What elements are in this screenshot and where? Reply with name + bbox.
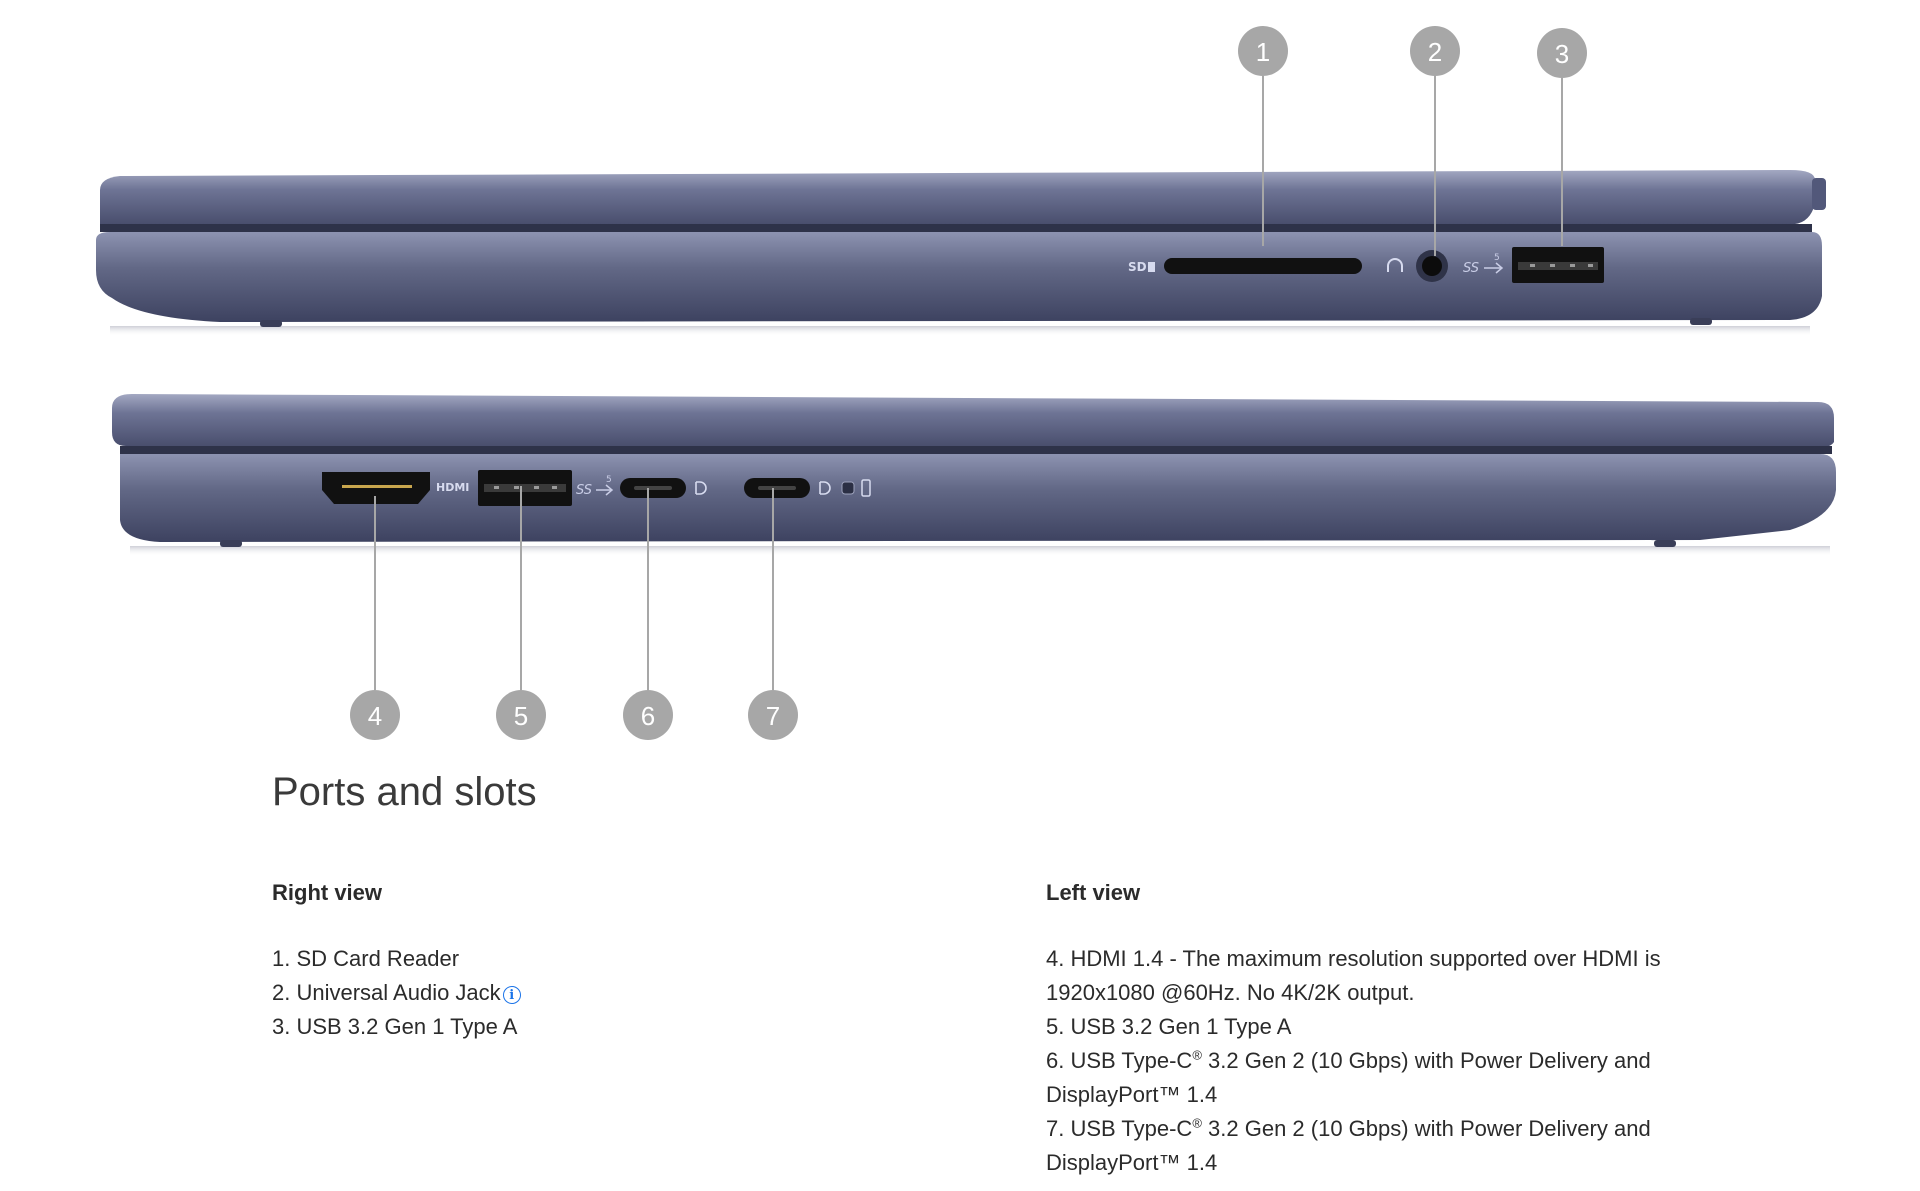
svg-text:4: 4	[368, 701, 382, 731]
svg-text:7: 7	[766, 701, 780, 731]
svg-text:1: 1	[1256, 37, 1270, 67]
list-item: 6. USB Type-C® 3.2 Gen 2 (10 Gbps) with …	[1046, 1047, 1651, 1107]
callout-6: 6	[623, 690, 673, 740]
left-view-list: 4. HDMI 1.4 - The maximum resolution sup…	[1046, 942, 1726, 1180]
left-view-column: Left view 4. HDMI 1.4 - The maximum reso…	[1046, 876, 1726, 1180]
audio-jack	[1422, 256, 1442, 276]
callout-1: 1	[1238, 26, 1288, 76]
headphone-icon	[1387, 258, 1403, 272]
left-view-heading: Left view	[1046, 880, 1141, 905]
callout-4: 4	[350, 690, 400, 740]
laptop-ports-illustration: SD SS 5 HDMI SS 5	[96, 26, 1836, 740]
callout-7: 7	[748, 690, 798, 740]
list-item: 4. HDMI 1.4 - The maximum resolution sup…	[1046, 946, 1661, 1005]
superspeed-icon-left: SS	[576, 483, 592, 498]
callout-2: 2	[1410, 26, 1460, 76]
hdmi-mark: HDMI	[436, 481, 469, 494]
right-view-column: Right view 1. SD Card Reader 2. Universa…	[272, 876, 972, 1044]
displayport-icon-2	[819, 481, 831, 495]
sd-mark: SD	[1128, 260, 1147, 274]
displayport-icon-1	[695, 481, 707, 495]
info-icon[interactable]: i	[502, 986, 521, 1004]
right-view-heading: Right view	[272, 880, 383, 905]
svg-text:3: 3	[1555, 39, 1569, 69]
list-item: 1. SD Card Reader	[272, 946, 460, 971]
svg-text:2: 2	[1428, 37, 1442, 67]
svg-text:5: 5	[1494, 253, 1500, 263]
callout-3: 3	[1537, 28, 1587, 78]
list-item: 3. USB 3.2 Gen 1 Type A	[272, 1014, 518, 1039]
superspeed-icon: SS	[1463, 261, 1479, 276]
callout-5: 5	[496, 690, 546, 740]
svg-text:5: 5	[514, 701, 528, 731]
right-view-list: 1. SD Card Reader 2. Universal Audio Jac…	[272, 942, 972, 1044]
section-title: Ports and slots	[272, 770, 537, 814]
svg-text:5: 5	[606, 475, 612, 485]
list-item: 5. USB 3.2 Gen 1 Type A	[1046, 1014, 1292, 1039]
callout-lines	[374, 76, 1563, 690]
svg-text:6: 6	[641, 701, 655, 731]
battery-icon	[861, 479, 871, 497]
list-item: 7. USB Type-C® 3.2 Gen 2 (10 Gbps) with …	[1046, 1115, 1651, 1175]
sd-card-slot	[1164, 258, 1362, 274]
laptop-left-side-view: HDMI SS 5	[112, 394, 1836, 556]
laptop-right-side-view: SD SS 5	[96, 170, 1826, 336]
status-led	[841, 481, 855, 495]
